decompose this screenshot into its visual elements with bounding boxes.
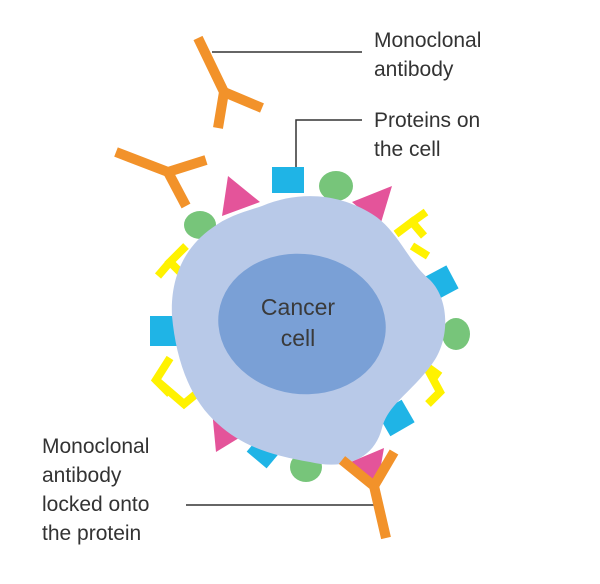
label-line: antibody [374, 58, 454, 81]
label-line: antibody [42, 464, 122, 487]
free-antibody-top [193, 35, 264, 129]
protein-yellow-receptor [393, 208, 431, 260]
protein-pink-triangle [352, 186, 392, 226]
locked-antibody [338, 449, 399, 540]
protein-yellow-receptor [150, 355, 199, 410]
protein-pink-triangle [222, 176, 260, 216]
label-proteins-on-cell: Proteins on the cell [374, 106, 480, 164]
label-line: Monoclonal [374, 29, 482, 52]
label-line: Proteins on [374, 109, 481, 132]
label-line: the protein [42, 522, 142, 545]
label-line: the cell [374, 138, 441, 161]
label-cancer-cell: Cancer cell [238, 292, 358, 354]
label-line: Monoclonal [42, 435, 150, 458]
label-antibody-locked: Monoclonal antibody locked onto the prot… [42, 432, 149, 548]
free-antibody-left [114, 147, 208, 209]
leader-line-proteins [295, 119, 362, 176]
label-line: Cancer [260, 294, 336, 320]
protein-blue-square [272, 167, 304, 193]
protein-green-bump [319, 171, 353, 201]
protein-pink-triangle [346, 448, 384, 482]
label-line: locked onto [42, 493, 150, 516]
label-monoclonal-antibody: Monoclonal antibody [374, 26, 481, 84]
label-line: cell [280, 325, 316, 351]
nucleus [218, 253, 386, 395]
protein-green-bump [442, 318, 470, 350]
